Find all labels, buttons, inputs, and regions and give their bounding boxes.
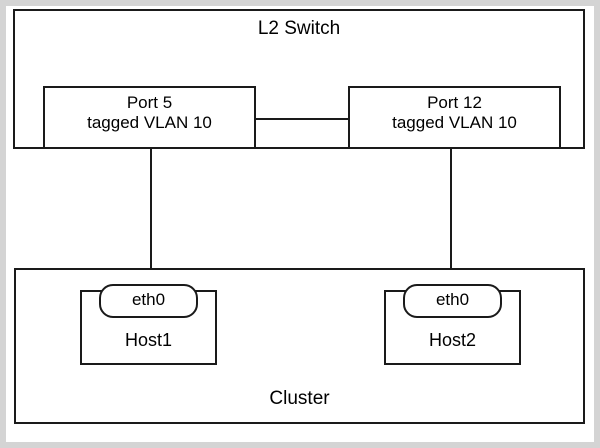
l2-switch-title: L2 Switch (257, 18, 341, 39)
cluster-label: Cluster (269, 388, 330, 409)
host1-eth0-label: eth0 (131, 290, 166, 309)
host2-label: Host2 (428, 330, 477, 350)
port-5-box (43, 86, 256, 149)
trunk-link-lower-rail (255, 147, 349, 149)
port-12-box (348, 86, 561, 149)
port-12-label: Port 12 tagged VLAN 10 (392, 93, 517, 133)
host1-label: Host1 (124, 330, 173, 350)
trunk-link-upper-rail (255, 118, 349, 120)
host2-eth0-box (403, 284, 502, 318)
link-port5-to-host1 (150, 147, 152, 287)
port-5-label: Port 5 tagged VLAN 10 (87, 93, 212, 133)
link-port12-to-host2 (450, 147, 452, 287)
host2-eth0-label: eth0 (435, 290, 470, 309)
host1-eth0-box (99, 284, 198, 318)
